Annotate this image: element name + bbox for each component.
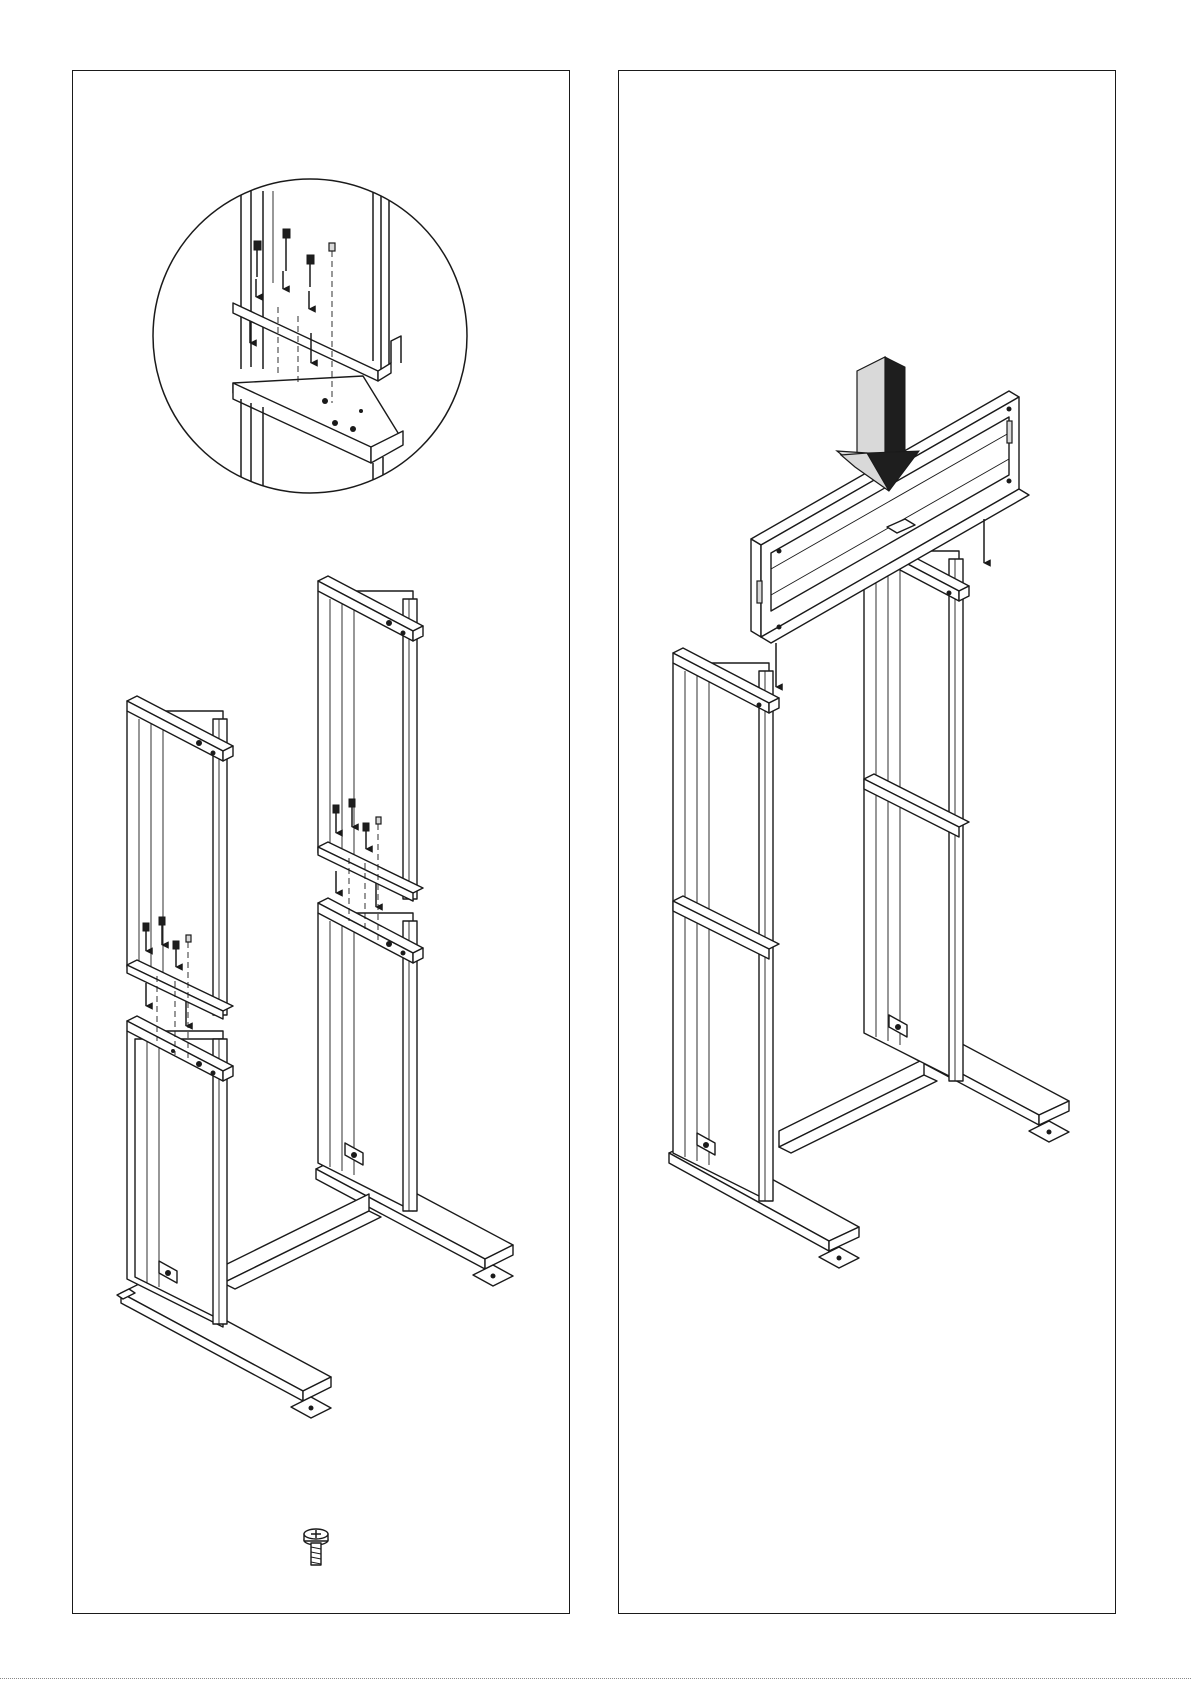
- upright-right-lower: [318, 898, 423, 1211]
- upright-left-lower: [127, 1016, 233, 1327]
- step-panel-left: [72, 70, 570, 1614]
- step-panel-right: [618, 70, 1116, 1614]
- page-bottom-rule: [0, 1678, 1191, 1679]
- screw-icon: [304, 1529, 328, 1565]
- step-right-illustration: [619, 71, 1116, 1614]
- upright-left-upper: [127, 696, 233, 1061]
- step-left-illustration: [73, 71, 570, 1614]
- upright-rear-assembled: [864, 536, 969, 1081]
- upright-right-upper: [318, 576, 423, 943]
- upright-front-assembled: [673, 648, 779, 1201]
- magnified-detail: [153, 179, 467, 501]
